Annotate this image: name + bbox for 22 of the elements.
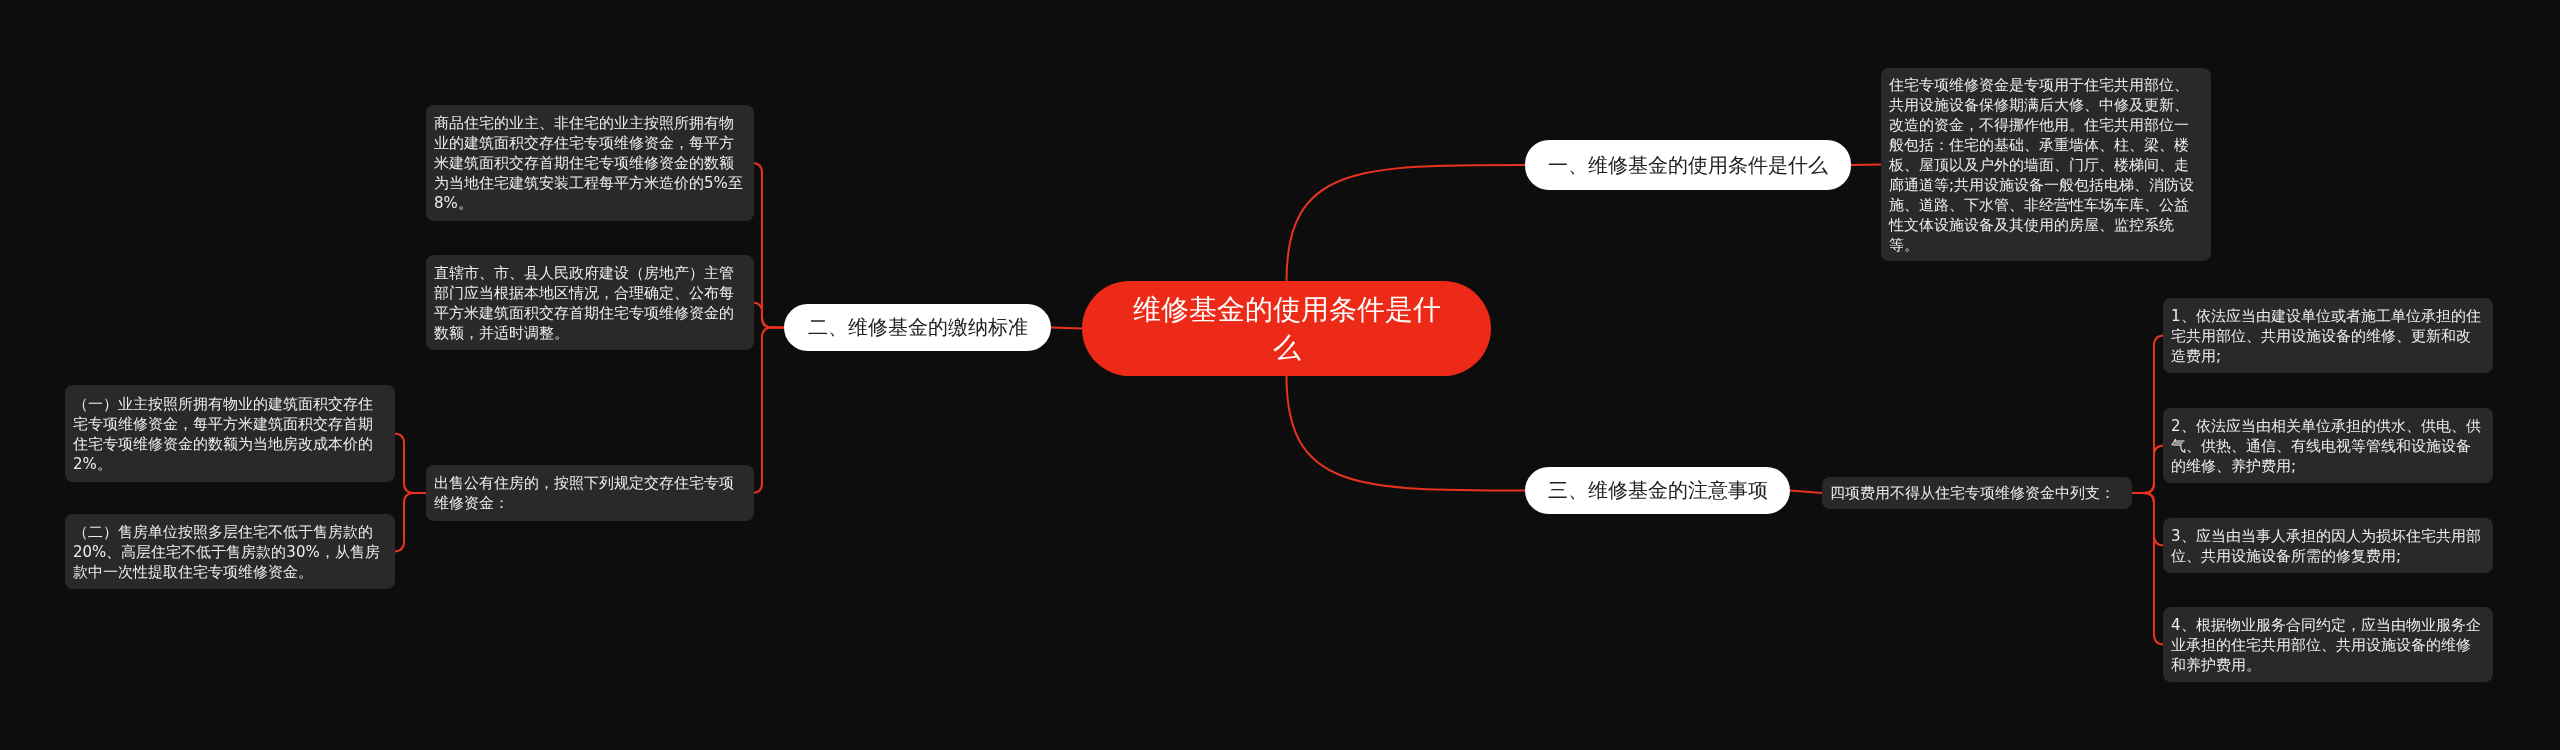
connector-line — [1850, 163, 1882, 166]
connector-line — [1285, 164, 1526, 282]
topic-pill: 三、维修基金的注意事项 — [1525, 467, 1790, 514]
text-card: 四项费用不得从住宅专项维修资金中列支： — [1822, 477, 2132, 509]
topic-pill: 一、维修基金的使用条件是什么 — [1525, 140, 1851, 190]
connector-line — [1789, 489, 1823, 494]
text-card: 商品住宅的业主、非住宅的业主按照所拥有物业的建筑面积交存住宅专项维修资金，每平方米建筑面积交存首期住宅专项维修资金的数额为当地住宅建筑安装工程每平方米造价的5%至8%。 — [426, 105, 754, 221]
connector-line — [1285, 375, 1526, 492]
text-card: 直辖市、市、县人民政府建设（房地产）主管部门应当根据本地区情况，合理确定、公布每平方米建筑面积交存首期住宅专项维修资金的数额，并适时调整。 — [426, 255, 754, 350]
text-card: 1、依法应当由建设单位或者施工单位承担的住宅共用部位、共用设施设备的维修、更新和改造费用; — [2163, 298, 2493, 373]
text-card: （二）售房单位按照多层住宅不低于售房款的20%、高层住宅不低于售房款的30%，从售房款中一次性提取住宅专项维修资金。 — [65, 514, 395, 589]
text-card: （一）业主按照所拥有物业的建筑面积交存住宅专项维修资金，每平方米建筑面积交存首期住宅专项维修资金的数额为当地房改成本价的2%。 — [65, 385, 395, 482]
connector-line — [1050, 326, 1083, 330]
text-card: 3、应当由当事人承担的因人为损坏住宅共用部位、共用设施设备所需的修复费用; — [2163, 518, 2493, 573]
connector-line — [2131, 492, 2165, 646]
text-card: 住宅专项维修资金是专项用于住宅共用部位、共用设施设备保修期满后大修、中修及更新、改造的资金，不得挪作他用。住宅共用部位一般包括：住宅的基础、承重墙体、柱、梁、楼板、屋顶以及户外的墙面、门厅、楼梯间、走廊通道等;共用设施设备一般包括电梯、消防设施、道路、下水管、非经营性车场车库、公益性文体设施设备及其使用的房屋、监控系统等。 — [1881, 68, 2211, 261]
topic-pill: 二、维修基金的缴纳标准 — [784, 304, 1051, 351]
central-topic: 维修基金的使用条件是什么 — [1082, 281, 1491, 376]
text-card: 出售公有住房的，按照下列规定交存住宅专项维修资金： — [426, 465, 754, 521]
text-card: 2、依法应当由相关单位承担的供水、供电、供气、供热、通信、有线电视等管线和设施设备的维修、养护费用; — [2163, 408, 2493, 483]
connector-line — [393, 492, 427, 553]
text-card: 4、根据物业服务合同约定，应当由物业服务企业承担的住宅共用部位、共用设施设备的维修和养护费用。 — [2163, 607, 2493, 682]
